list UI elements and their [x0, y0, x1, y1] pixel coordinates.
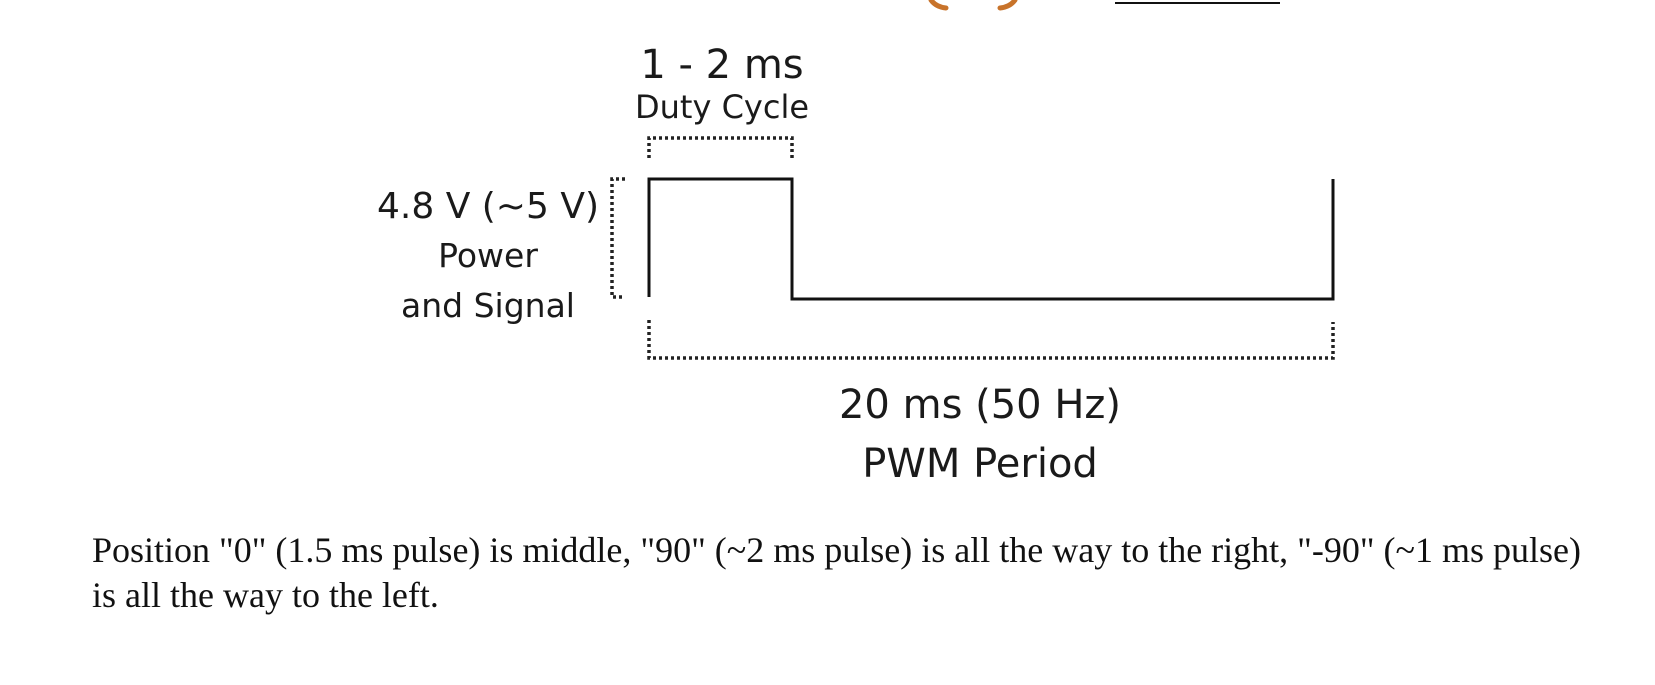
voltage-bracket: [610, 177, 625, 299]
pwm-timing-diagram: 1 - 2 ms Duty Cycle 4.8 V (~5 V) Power a…: [377, 0, 1335, 487]
pulse-position-caption: Position "0" (1.5 ms pulse) is middle, "…: [92, 530, 1582, 615]
duty-cycle-value: 1 - 2 ms: [640, 42, 803, 88]
period-value: 20 ms (50 Hz): [839, 382, 1121, 428]
voltage-label-signal: and Signal: [401, 286, 575, 325]
voltage-label-power: Power: [438, 236, 538, 275]
voltage-value: 4.8 V (~5 V): [377, 186, 599, 227]
cropped-top-accent: [928, 0, 1018, 11]
period-bracket: [647, 320, 1335, 360]
duty-cycle-bracket: [647, 136, 794, 158]
duty-cycle-label: Duty Cycle: [635, 88, 809, 126]
period-label: PWM Period: [862, 441, 1098, 487]
pwm-waveform: [647, 177, 1335, 301]
